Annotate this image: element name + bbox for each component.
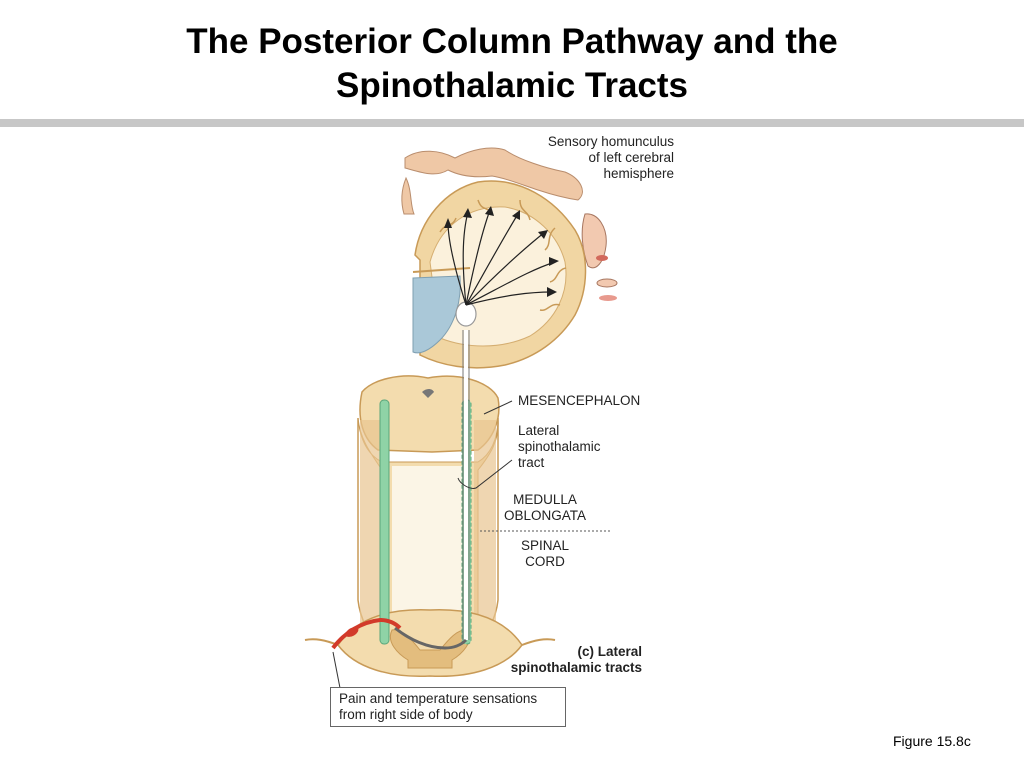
- fiber-arrowheads: [444, 206, 559, 297]
- medulla-line-2: OBLONGATA: [503, 508, 586, 523]
- pain-temperature-box: Pain and temperature sensations from rig…: [330, 687, 566, 727]
- lateral-tract-line-3: tract: [518, 455, 545, 470]
- spinal-cord-line-2: CORD: [525, 554, 565, 569]
- homunculus-upper-arm: [401, 176, 415, 215]
- dorsal-root-ganglion: [345, 627, 359, 637]
- homunculus-line-3: hemisphere: [603, 166, 674, 181]
- mesencephalon-text: MESENCEPHALON: [518, 393, 641, 408]
- medulla-line-1: MEDULLA: [513, 492, 577, 507]
- ascending-neuron-outline: [462, 330, 470, 640]
- posterior-tract-left: [379, 399, 390, 645]
- caption-line-1: (c) Lateral: [577, 644, 642, 659]
- caption-line-2: spinothalamic tracts: [510, 660, 642, 675]
- title-line-2: Spinothalamic Tracts: [335, 66, 689, 105]
- title-divider: [0, 119, 1024, 127]
- label-mesencephalon: MESENCEPHALON: [518, 393, 640, 409]
- leader-lateral-tract: [457, 459, 513, 489]
- lateral-tract-line-1: Lateral: [518, 423, 560, 438]
- homunculus-line-1: Sensory homunculus: [547, 134, 674, 149]
- thalamus: [455, 301, 477, 327]
- leader-mesencephalon: [483, 400, 513, 415]
- title-line-1: The Posterior Column Pathway and the: [186, 22, 838, 61]
- homunculus-line-2: of left cerebral: [588, 150, 674, 165]
- dorsal-root-right: [521, 638, 556, 646]
- spinal-cord-line-1: SPINAL: [520, 538, 570, 553]
- lateral-tract-line-2: spinothalamic: [518, 439, 601, 454]
- homunculus-tongue: [596, 278, 618, 288]
- midline-fissure: [412, 267, 471, 273]
- label-lateral-spinothalamic-tract: Lateral spinothalamic tract: [518, 423, 601, 471]
- label-medulla-oblongata: MEDULLA OBLONGATA: [494, 492, 596, 524]
- homunculus-lips: [596, 255, 608, 261]
- figure-number: Figure 15.8c: [893, 733, 971, 749]
- thalamocortical-fibers: [447, 209, 556, 306]
- label-spinal-cord: SPINAL CORD: [506, 538, 584, 570]
- lateral-ventricle: [412, 275, 461, 354]
- dorsal-root-left: [304, 638, 339, 646]
- homunculus-face: [581, 213, 607, 269]
- pain-fiber: [331, 617, 402, 650]
- decussating-fiber: [394, 626, 468, 650]
- cerebral-aqueduct: [422, 389, 434, 398]
- label-sensory-homunculus: Sensory homunculus of left cerebral hemi…: [520, 134, 674, 182]
- pain-box-line-2: from right side of body: [339, 707, 473, 722]
- column-shade-right: [474, 420, 496, 630]
- pain-box-line-1: Pain and temperature sensations: [339, 691, 538, 706]
- leader-pain-box: [332, 651, 341, 689]
- figure-caption: (c) Lateral spinothalamic tracts: [476, 644, 642, 676]
- homunculus-pharynx: [599, 295, 617, 301]
- homunculus-arm: [404, 147, 583, 201]
- slide-title: The Posterior Column Pathway and the Spi…: [0, 20, 1024, 108]
